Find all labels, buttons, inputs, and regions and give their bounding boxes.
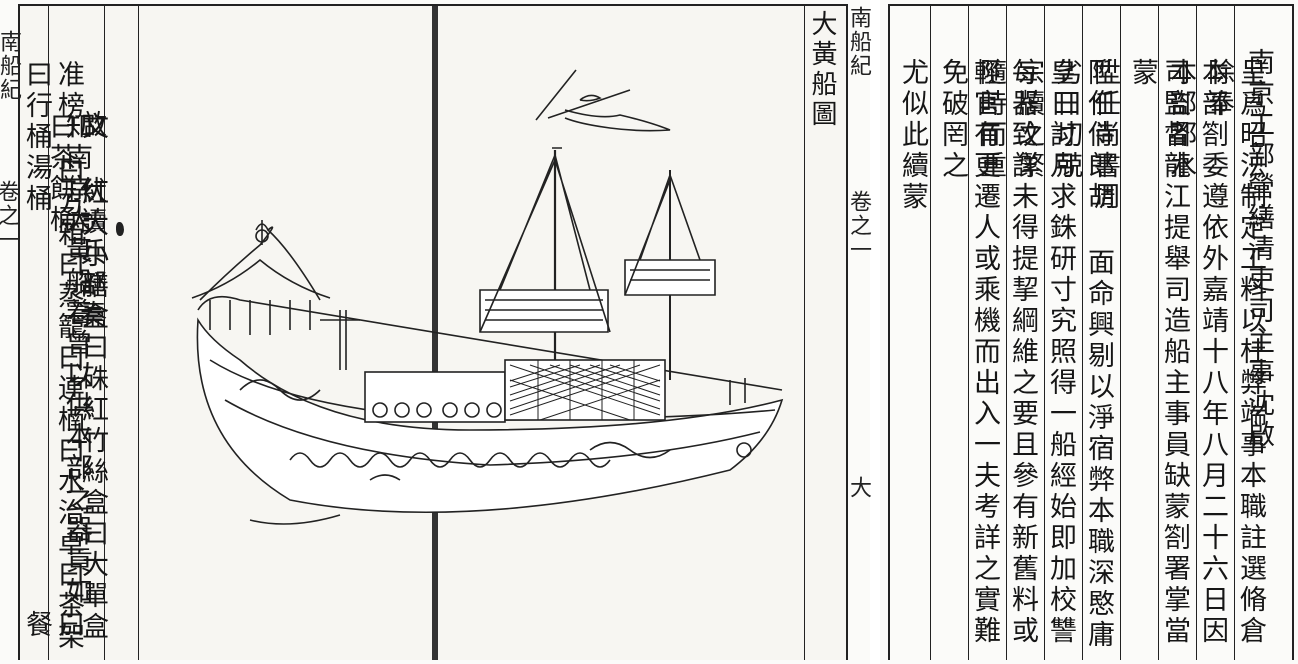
right-spread-right-border: [1292, 4, 1294, 660]
text-column-8: 每器致詳未得提挈綱維之要且參有新舊料或隨時而重: [975, 58, 1038, 647]
ship-illustration: [191, 69, 784, 525]
text-column-5: 曰餐: [21, 610, 84, 641]
col-rule-2: [968, 4, 969, 660]
right-page-header: 南船紀: [846, 6, 871, 78]
text-column-3: 本部劄委遵依外嘉靖十八年八月二十六日因本部都水: [1165, 58, 1228, 647]
text-col-rule-1: [48, 4, 49, 660]
text-column-1: 啟 伏讀兵部奏: [75, 110, 106, 331]
right-margin-mark: 大: [846, 476, 871, 500]
text-column-4: 司監督龍江提舉司造船主事員缺蒙劄署掌當蒙: [1127, 58, 1190, 647]
ink-mark: [116, 222, 124, 236]
plate-title: 大黃船圖: [807, 10, 837, 130]
col-rule-4: [1044, 4, 1045, 660]
text-column-2: 呈爲昭法制定工料以杜弊端事本職註選脩倉除奉: [1203, 58, 1266, 647]
text-col-rule-3: [138, 4, 139, 660]
left-page-tab: 卷之一: [0, 180, 19, 252]
col-rule-6: [1120, 4, 1121, 660]
right-spread-top-border: [888, 4, 1294, 6]
text-col-rule-2: [104, 4, 105, 660]
col-rule-8: [1196, 4, 1197, 660]
text-column-4: 准榜 曰方箱曰蒸籠曰連楠曰水治卓曰茶架曰行桶湯桶: [21, 60, 84, 653]
text-column-10: 尤似此續蒙: [897, 58, 928, 213]
text-column-3: 文 紅大小膳盒曰硃紅竹絲盒曰大單盒曰茶餅桶: [45, 112, 108, 643]
col-rule-3: [1006, 4, 1007, 660]
right-page-tab: 卷之一: [846, 190, 871, 262]
text-column-6: 陞任侍郎胡 面命興剔以淨宿弊本職深愍庸劣日切兢: [1051, 58, 1114, 651]
right-spread-left-border: [888, 4, 890, 660]
left-page-header: 南船紀: [0, 30, 21, 102]
right-spread: 南京工部營繕清吏司主事沈啟 呈爲昭法制定工料以杜弊端事本職註選脩倉除奉 本部劄委…: [880, 0, 1298, 664]
col-rule-9: [1234, 4, 1235, 660]
plate-right-rule: [804, 4, 805, 660]
text-column-2: 知南京大黃船着曾以供本部之器貢如: [61, 112, 92, 608]
text-column-1: 南京工部營繕清吏司主事沈啟: [1243, 48, 1274, 451]
left-spread: 南船紀 卷之一 啟 伏讀兵部奏 知南京大黃船着曾以供本部之器貢如 文 紅大小膳盒…: [0, 4, 871, 660]
left-outer-border: [18, 4, 20, 660]
right-outer-border: [846, 4, 848, 660]
text-column-7: 皇日討月求銖研寸究照得一船經始即加校讐宗牘之繁: [1013, 58, 1076, 647]
col-rule-5: [1082, 4, 1083, 660]
col-rule-1: [930, 4, 931, 660]
col-rule-7: [1158, 4, 1159, 660]
text-column-5: 陞任尚書周: [1089, 58, 1120, 213]
left-page: [20, 4, 432, 660]
top-border: [18, 4, 848, 6]
text-column-9: 輕官有更遷人或乘機而出入一夫考詳之實難免破罔之: [937, 58, 1000, 647]
